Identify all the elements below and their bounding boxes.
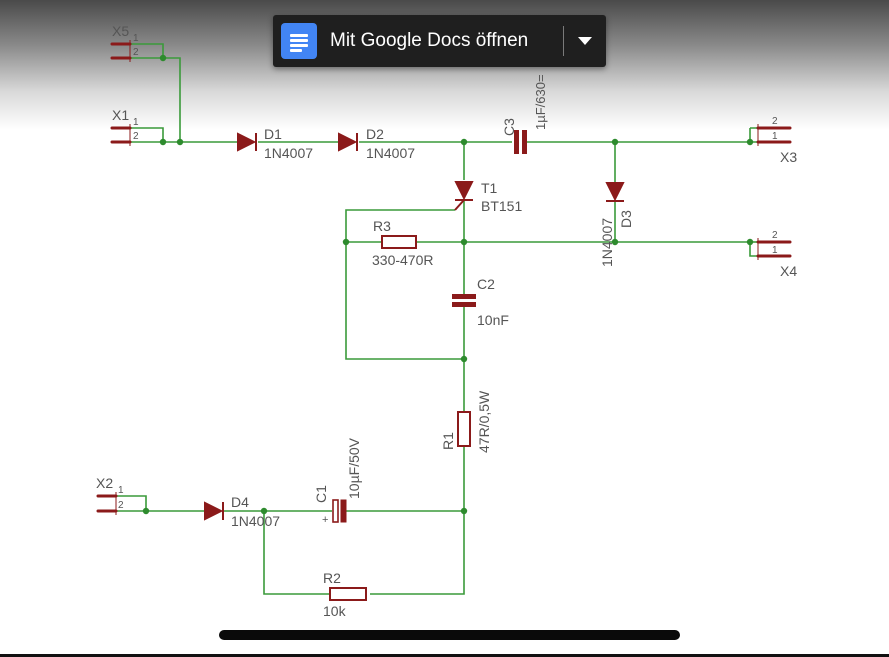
connector-x5-pin2: 2 [133,47,139,58]
d2-ref: D2 [366,126,384,142]
connector-x5-name: X5 [112,23,129,39]
connector-x4-pin2: 2 [772,230,778,241]
connector-x1-name: X1 [112,107,129,123]
d2-value: 1N4007 [366,145,415,161]
r2-ref: R2 [323,570,341,586]
connector-x1-pin2: 2 [133,131,139,142]
google-docs-icon [281,23,317,59]
connector-x1-pin1: 1 [133,117,139,128]
c3-value: 1µF/630= [533,74,548,130]
open-in-google-docs-button[interactable]: Mit Google Docs öffnen [273,15,563,67]
diode-d4 [204,501,224,521]
connector-x5-pin1: 1 [133,33,139,44]
connector-x4-name: X4 [780,263,797,279]
capacitor-c1 [332,499,347,523]
d1-ref: D1 [264,126,282,142]
connector-x2-name: X2 [96,475,113,491]
capacitor-c2 [452,294,476,307]
c1-ref: C1 [313,485,329,503]
junctions [142,54,754,515]
d3-value: 1N4007 [599,218,615,267]
home-indicator[interactable] [219,630,680,640]
open-with-menu-button[interactable] [564,15,606,67]
banner-divider [563,26,564,56]
connector-x3-pin2: 2 [772,116,778,127]
c2-ref: C2 [477,276,495,292]
t1-value: BT151 [481,198,522,214]
diode-d3 [605,182,625,202]
connector-x2-pin2: 2 [118,500,124,511]
d4-ref: D4 [231,494,249,510]
capacitor-c3 [514,130,527,154]
connector-x3-pin1: 1 [772,131,778,142]
connector-x4-pin1: 1 [772,245,778,256]
connector-x2-pin1: 1 [118,485,124,496]
resistor-r2 [329,587,367,601]
c3-ref: C3 [501,118,517,136]
d1-value: 1N4007 [264,145,313,161]
resistor-r1 [457,411,471,447]
r2-value: 10k [323,603,347,619]
banner-label: Mit Google Docs öffnen [330,30,529,51]
diode-d2 [338,132,358,152]
thyristor-t1 [454,181,474,211]
connector-x3-name: X3 [780,149,797,165]
t1-ref: T1 [481,180,498,196]
r1-value: 47R/0,5W [476,390,492,453]
resistor-r3 [381,235,417,249]
r3-ref: R3 [373,218,391,234]
c1-value: 10µF/50V [346,437,362,499]
c1-polarity: + [322,514,328,526]
connector-pins [96,42,792,513]
c2-value: 10nF [477,312,509,328]
diode-d1 [237,132,257,152]
dropdown-caret-icon [578,37,592,45]
d3-ref: D3 [618,210,634,228]
open-with-banner: Mit Google Docs öffnen [273,15,606,67]
r1-ref: R1 [440,432,456,450]
d4-value: 1N4007 [231,513,280,529]
bottom-edge [0,654,889,657]
r3-value: 330-470R [372,252,434,268]
connector-pin-boxes [115,40,759,515]
